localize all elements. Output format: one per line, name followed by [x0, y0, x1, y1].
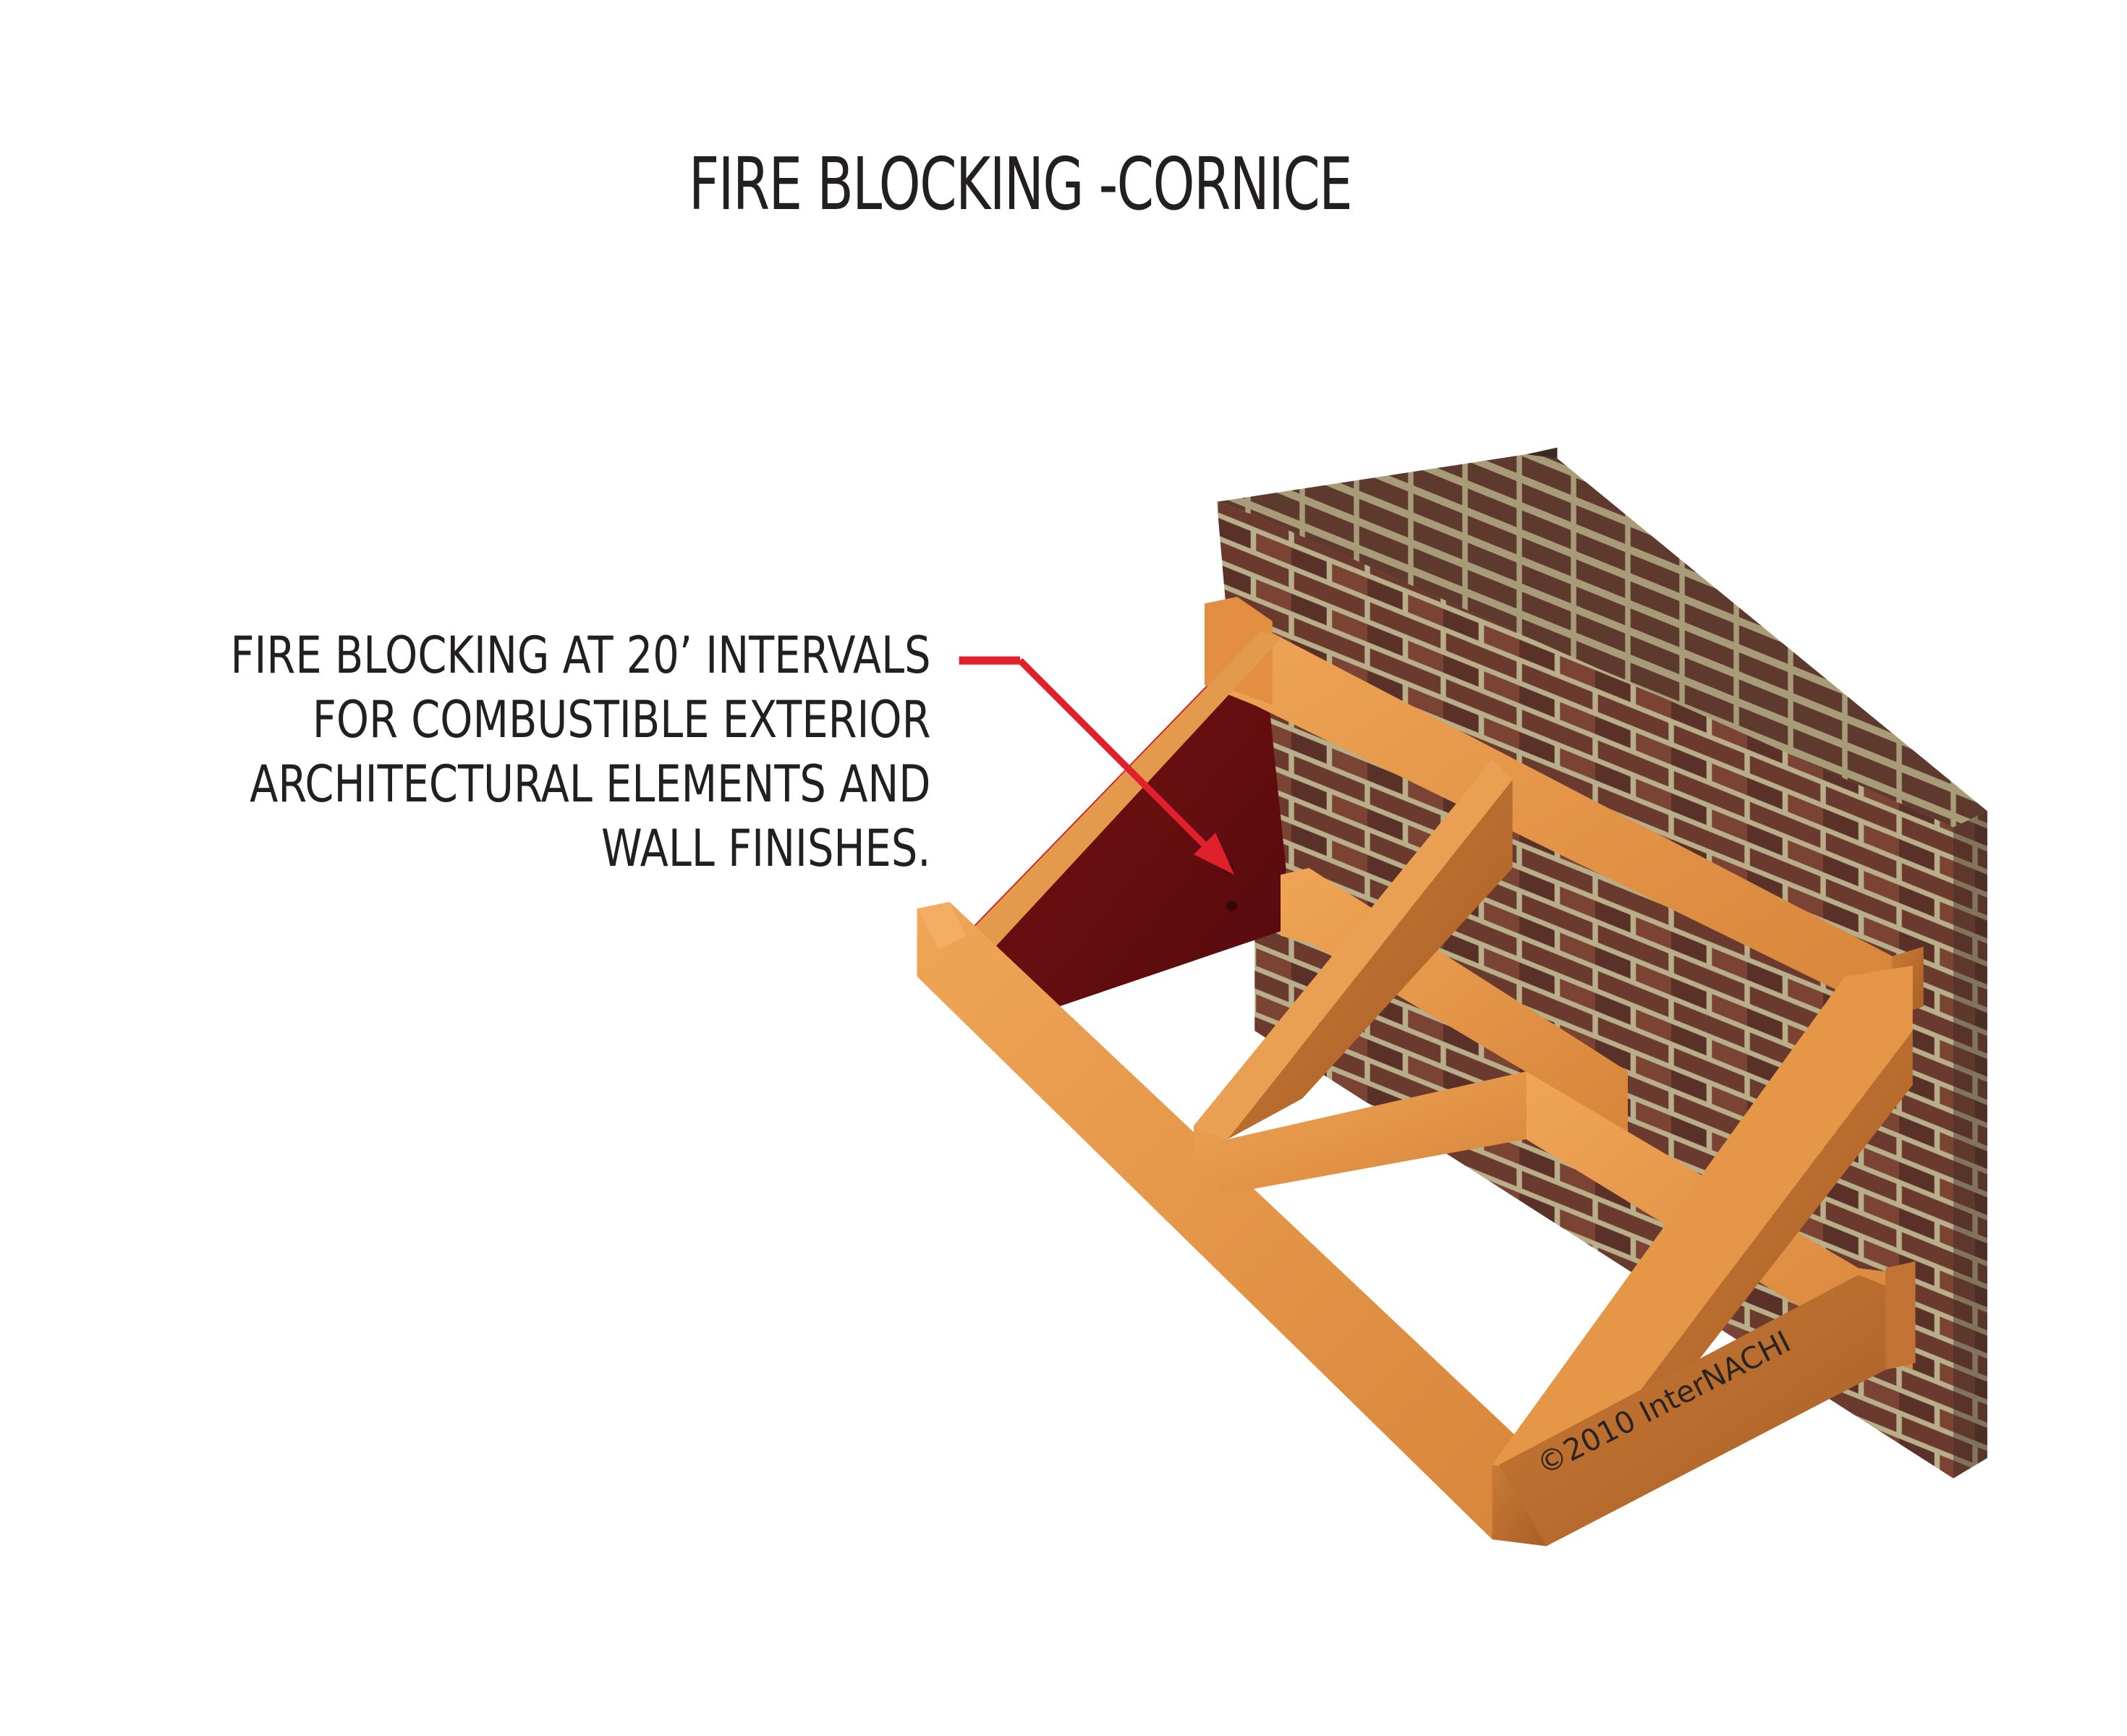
nail-icon: [1226, 901, 1237, 911]
callout-leader-arrow: [959, 656, 1235, 875]
arrowhead-icon: [1194, 833, 1235, 875]
callout-line-4: WALL FINISHES.: [600, 819, 930, 878]
wood-framing: [917, 597, 1924, 1546]
diagram-title: FIRE BLOCKING -CORNICE: [688, 142, 1353, 226]
callout-label: FIRE BLOCKING AT 20’ INTERVALS FOR COMBU…: [230, 624, 930, 881]
callout-line-1: FIRE BLOCKING AT 20’ INTERVALS: [229, 626, 930, 685]
callout-line-3: ARCHITECTURAL ELEMENTS AND: [249, 754, 930, 814]
callout-line-2: FOR COMBUSTIBLE EXTERIOR: [312, 690, 930, 749]
